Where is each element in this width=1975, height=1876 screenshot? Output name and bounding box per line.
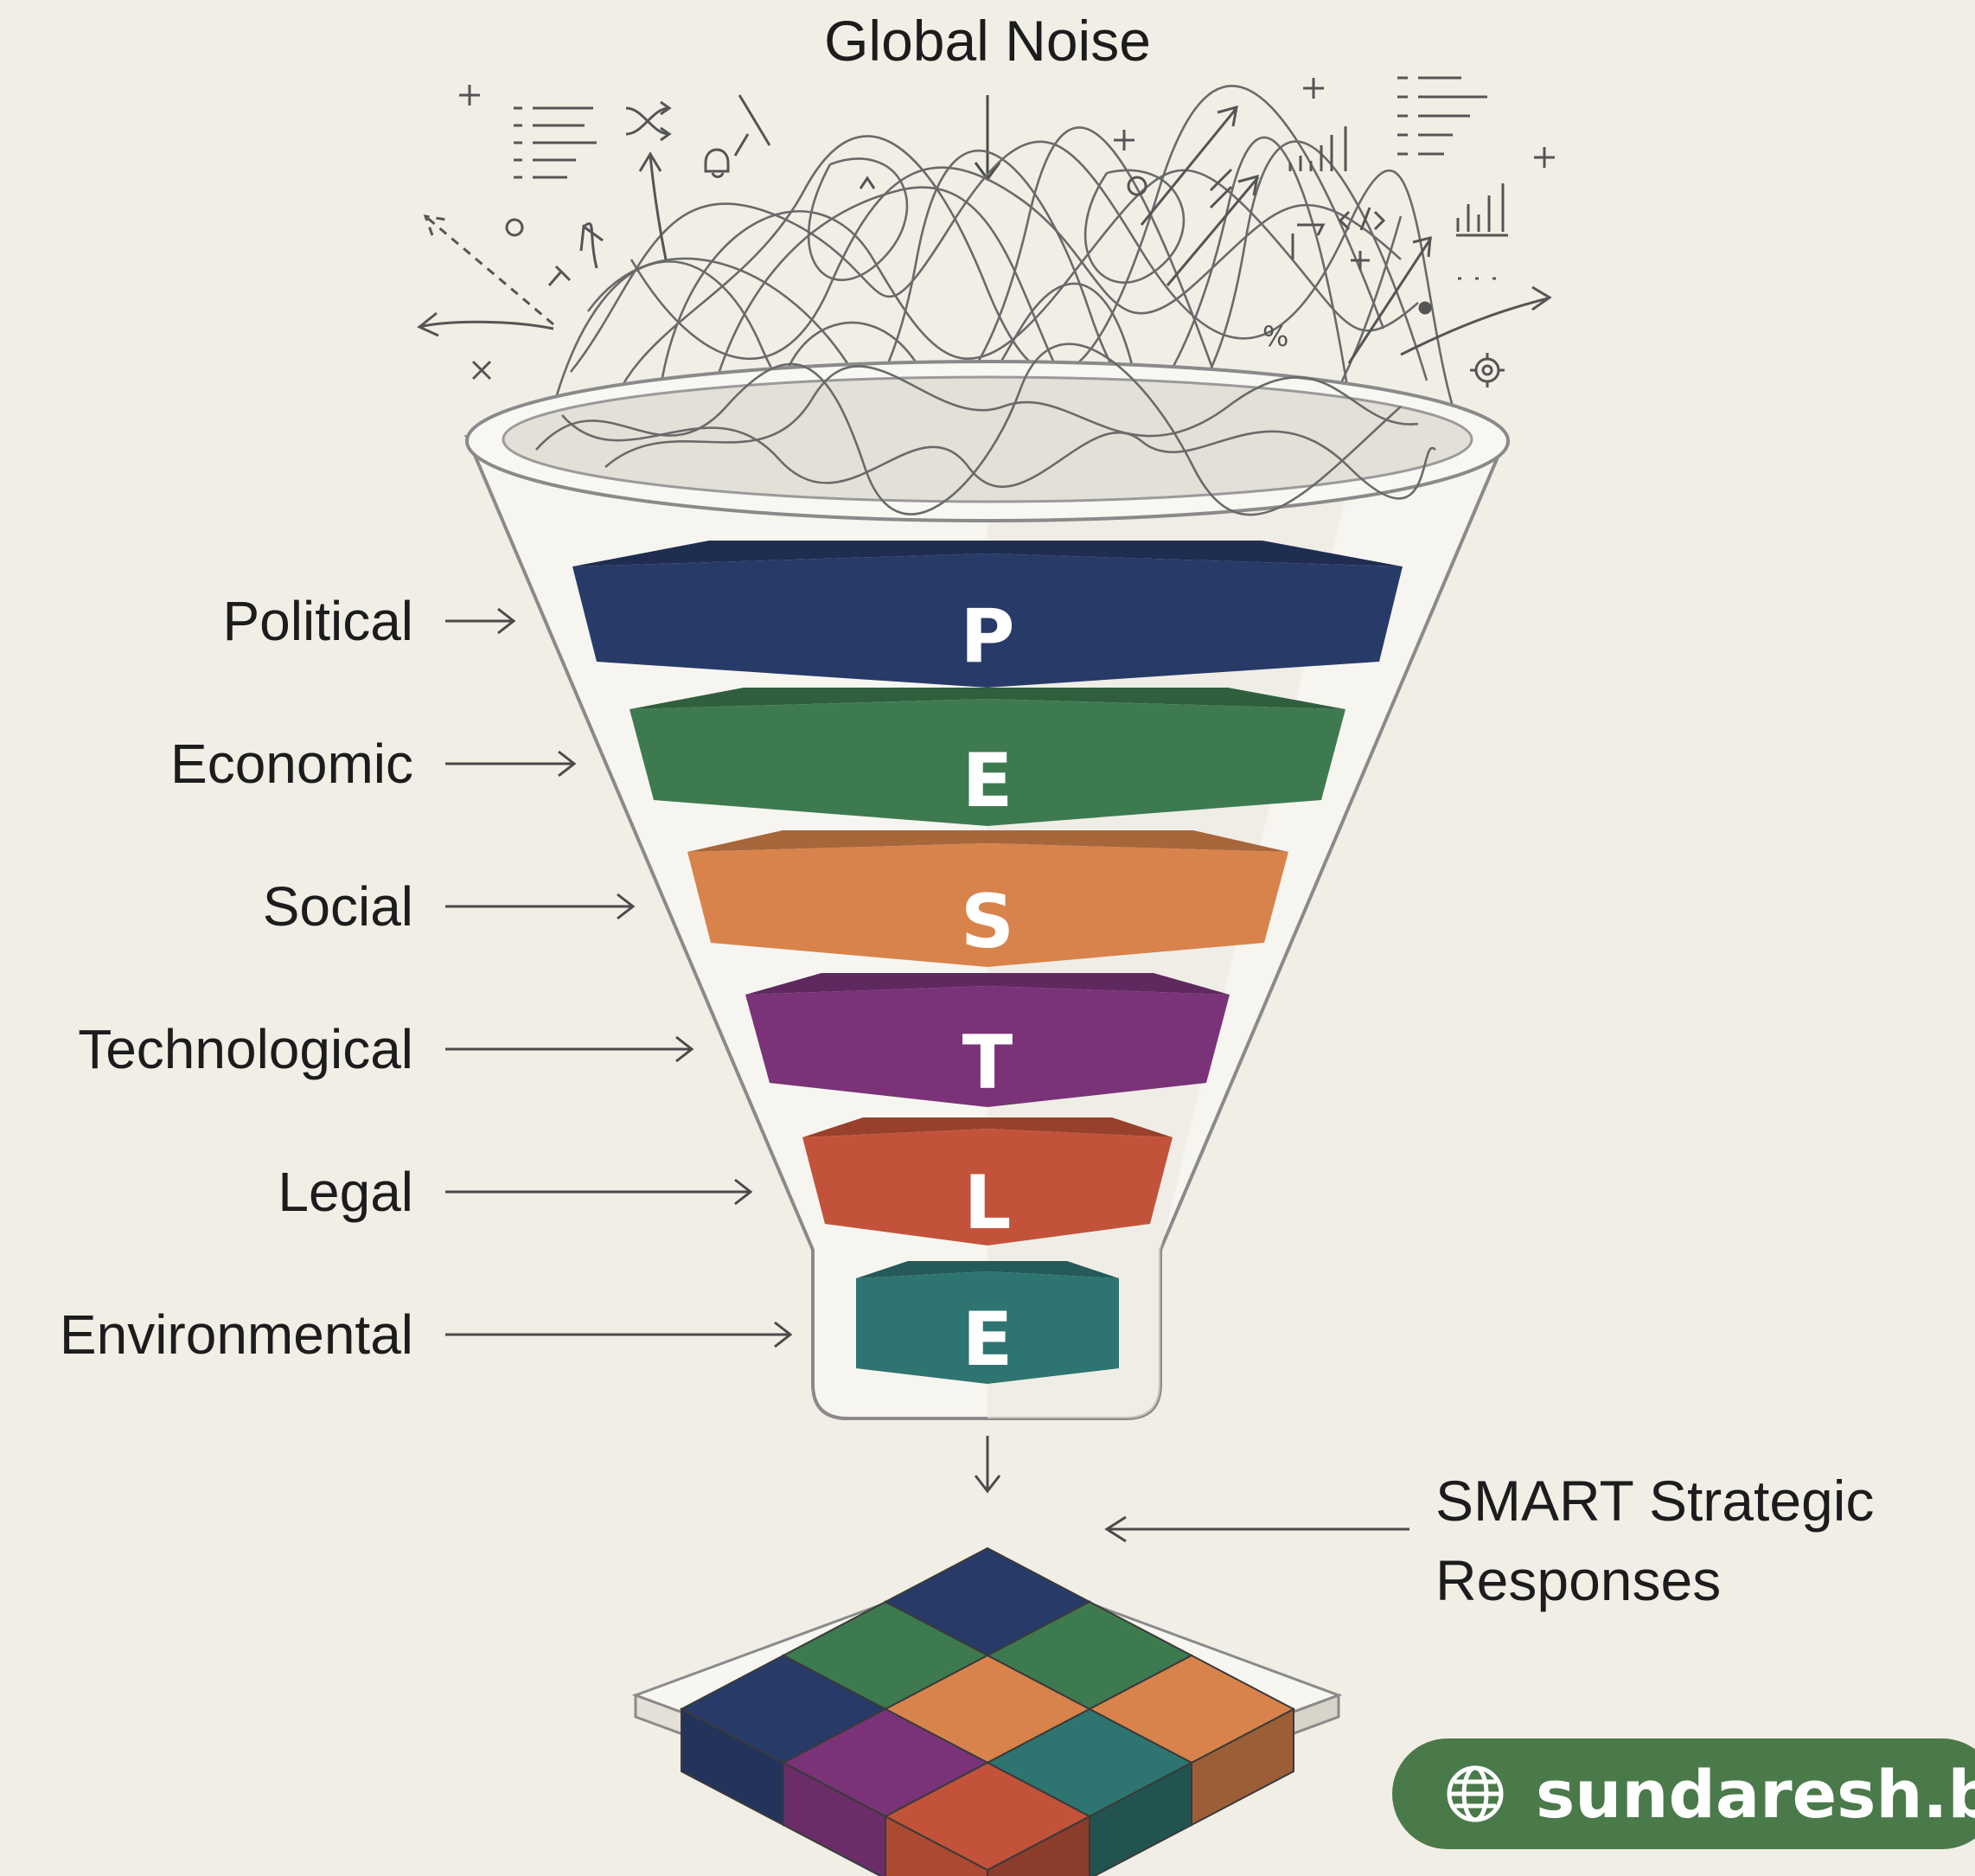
- arrow-economic: [445, 750, 577, 778]
- list-icon: [1397, 76, 1487, 156]
- band-environmental-letter: E: [962, 1297, 1013, 1383]
- arrow-legal: [445, 1178, 753, 1206]
- output-label-arrow: [1104, 1515, 1409, 1543]
- band-economic-letter: E: [962, 738, 1013, 824]
- cube-face: [883, 1761, 1092, 1872]
- arrow-social: [445, 893, 636, 920]
- band-legal-top: [802, 1117, 1173, 1137]
- dot-icon: [1418, 301, 1432, 315]
- globe-icon: [1447, 1765, 1504, 1822]
- output-line1: SMART Strategic: [1435, 1469, 1874, 1533]
- band-legal: L: [802, 1117, 1173, 1246]
- band-political-letter: P: [960, 593, 1014, 680]
- band-environmental-top: [856, 1261, 1119, 1278]
- plus-icon: [1114, 130, 1135, 150]
- band-technological-top: [745, 973, 1230, 995]
- gear-icon: [1474, 357, 1500, 383]
- website-badge[interactable]: sundaresh.b: [1392, 1738, 1975, 1849]
- plus-icon: [1303, 78, 1324, 99]
- bell-icon: [704, 148, 730, 178]
- funnel-opening: [502, 375, 1473, 503]
- band-political-face: [572, 554, 1403, 688]
- circle-icon: [1127, 176, 1147, 196]
- band-economic: E: [630, 688, 1345, 826]
- label-economic: Economic: [170, 733, 413, 795]
- plus-icon: [1351, 251, 1370, 270]
- band-legal-letter: L: [964, 1160, 1012, 1246]
- plus-icon: [1534, 147, 1555, 168]
- band-technological-face: [745, 986, 1230, 1107]
- output-line2: Responses: [1435, 1548, 1721, 1612]
- list-icon: [514, 106, 597, 179]
- global-noise-title: Global Noise: [824, 9, 1151, 73]
- arrow-environmental: [445, 1321, 793, 1348]
- band-social-face: [687, 843, 1288, 967]
- band-legal-face: [802, 1129, 1173, 1245]
- gear-icon: [1470, 353, 1505, 387]
- band-economic-face: [630, 699, 1345, 826]
- noise-in-funnel: [535, 343, 1436, 516]
- band-social-letter: S: [961, 879, 1014, 965]
- label-technological: Technological: [78, 1018, 413, 1080]
- website-badge-text: sundaresh.b: [1536, 1755, 1975, 1833]
- arrow-technological: [445, 1035, 694, 1063]
- code-icon: [1291, 207, 1386, 259]
- band-social-top: [687, 830, 1288, 852]
- label-environmental: Environmental: [60, 1303, 413, 1366]
- bar-chart-icon: [1288, 126, 1347, 171]
- pin-icon: [547, 265, 572, 286]
- label-political: Political: [222, 590, 413, 652]
- arrow-icon: [733, 133, 1233, 209]
- noise-icons: %: [459, 76, 1555, 387]
- close-icon: [471, 360, 492, 381]
- band-technological-letter: T: [962, 1020, 1013, 1106]
- arrow-political: [445, 607, 516, 635]
- gear-icon: [1481, 364, 1493, 376]
- pestle-bands: P E S T L E: [572, 541, 1403, 1384]
- label-legal: Legal: [278, 1161, 413, 1223]
- band-economic-top: [630, 688, 1345, 709]
- band-environmental-face: [856, 1271, 1119, 1384]
- factor-labels: Political Economic Social Technological …: [60, 590, 793, 1366]
- label-social: Social: [263, 875, 413, 938]
- strategic-response-cubes: [679, 1546, 1296, 1876]
- response-cube: [883, 1761, 1092, 1876]
- noise-arrows: [417, 105, 1552, 364]
- pen-icon: [738, 94, 771, 146]
- band-technological: T: [745, 973, 1230, 1107]
- band-environmental: E: [856, 1261, 1119, 1384]
- band-social: S: [687, 830, 1288, 967]
- circle-icon: [505, 218, 524, 237]
- plus-icon: [459, 85, 480, 106]
- funnel-output-arrow: [974, 1436, 1001, 1494]
- percent-icon: %: [1262, 320, 1288, 353]
- band-political: P: [572, 541, 1403, 688]
- bar-chart-icon: [1456, 183, 1508, 237]
- caret-icon: [859, 176, 876, 189]
- shuffle-icon: [625, 100, 672, 142]
